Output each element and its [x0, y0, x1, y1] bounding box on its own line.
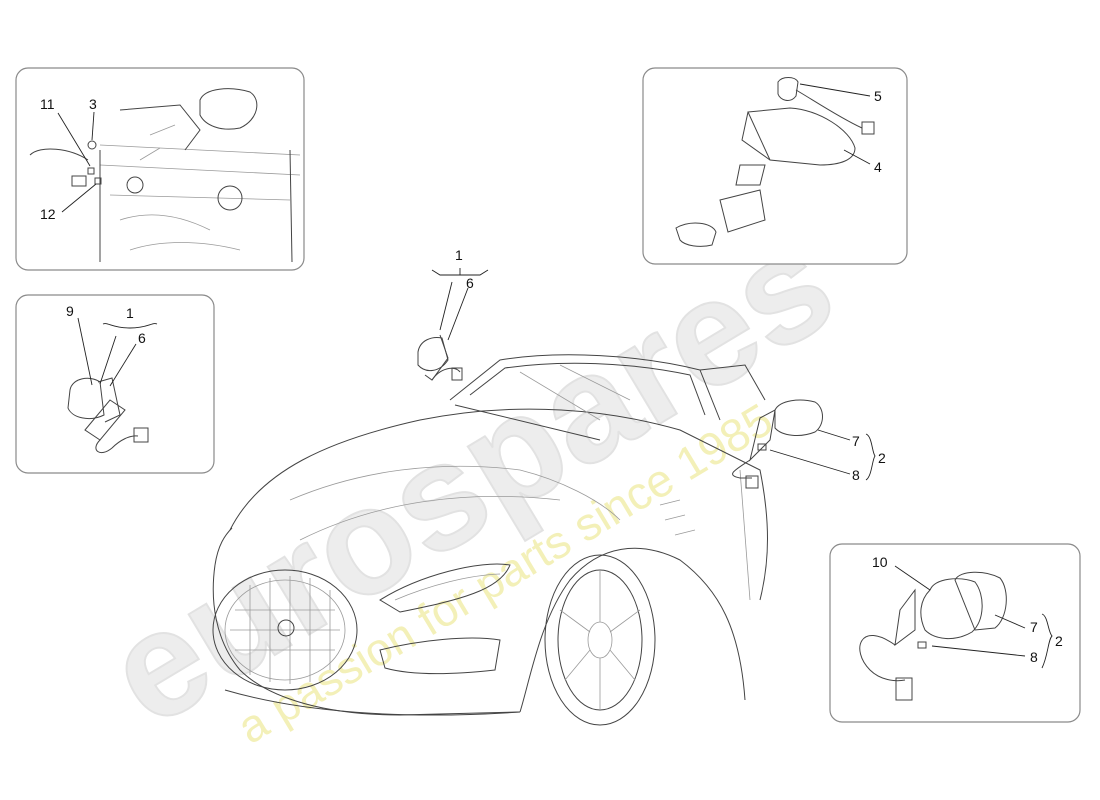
callout-labels: 1 6 1 6 9 3 11 12 5 4 7 8 2 10 7 8 2 [40, 88, 1063, 665]
inset-right-mirror [829, 543, 1081, 723]
callout-11: 11 [40, 96, 55, 112]
callout-2-car: 2 [878, 450, 886, 466]
inset-left-mirror [15, 294, 215, 474]
inset-mirror-motor [642, 67, 908, 265]
callout-7-car: 7 [852, 433, 860, 449]
inset-door-detail [15, 67, 305, 271]
callout-2-inset: 2 [1055, 633, 1063, 649]
right-mirror-assembly [732, 399, 876, 489]
callout-12: 12 [40, 206, 56, 222]
left-mirror-assembly [417, 268, 489, 381]
callout-7-inset: 7 [1030, 619, 1038, 635]
callout-8-car: 8 [852, 467, 860, 483]
callout-8-inset: 8 [1030, 649, 1038, 665]
callout-3: 3 [89, 96, 97, 112]
callout-1-inset: 1 [126, 305, 134, 321]
callout-6-main: 6 [466, 275, 474, 291]
callout-1-main: 1 [455, 247, 463, 263]
callout-4: 4 [874, 159, 882, 175]
callout-10: 10 [872, 554, 888, 570]
car-illustration [212, 354, 768, 726]
callout-9: 9 [66, 303, 74, 319]
callout-5: 5 [874, 88, 882, 104]
callout-6-inset: 6 [138, 330, 146, 346]
